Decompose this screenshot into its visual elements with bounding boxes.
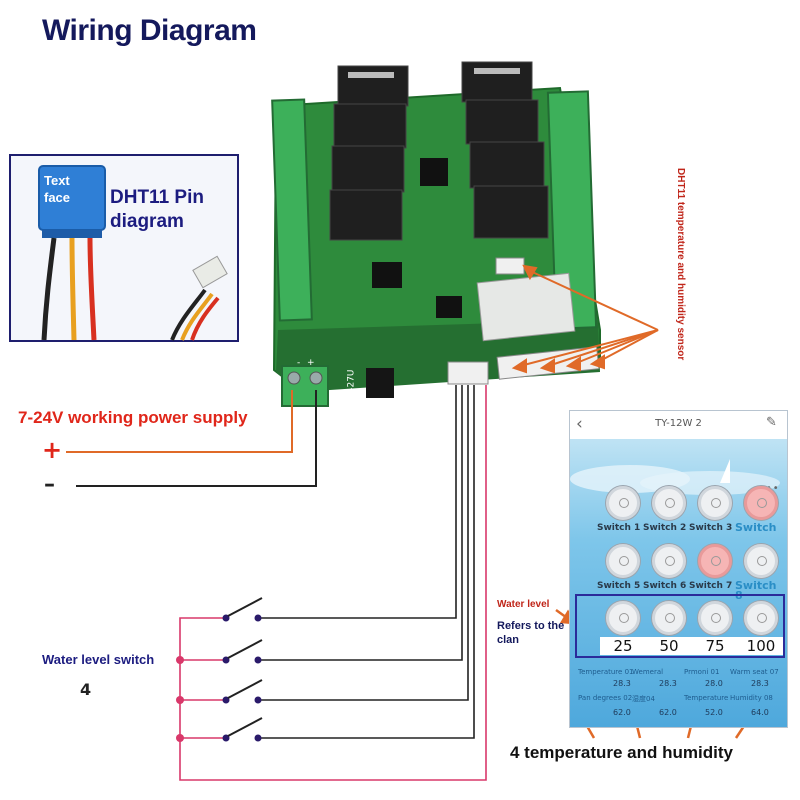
dht11-sensor-label-box: DHT11 temperature and humidity sensor [672, 168, 688, 398]
switch-button-7[interactable] [698, 544, 732, 578]
switch-label-5: Switch 5 [597, 581, 641, 591]
switch-button-5[interactable] [606, 544, 640, 578]
power-supply-label: 7-24V working power supply [18, 408, 248, 427]
humidity-value-3: 52.0 [705, 708, 723, 717]
humidity-label-2: 湿度04 [632, 695, 655, 703]
humidity-label-4: Humidity 08 [730, 694, 773, 702]
temperature-value-4: 28.3 [751, 679, 769, 688]
temperature-label-1: Temperature 01 [578, 668, 634, 676]
level-button-1[interactable] [606, 601, 640, 635]
switch-button-4[interactable] [744, 486, 778, 520]
switch-button-8[interactable] [744, 544, 778, 578]
relay-board [271, 61, 601, 407]
power-plus-label: + [42, 436, 63, 464]
switch-label-3: Switch 3 [689, 523, 733, 533]
page-title: Wiring Diagram [42, 14, 257, 47]
temperature-label-4: Warm seat 07 [730, 668, 779, 676]
switch-button-3[interactable] [698, 486, 732, 520]
level-value-3: 75 [692, 637, 738, 655]
water-level-switch-count: 4 [80, 680, 92, 699]
switch-label-6: Switch 6 [643, 581, 687, 591]
switch-button-1[interactable] [606, 486, 640, 520]
phone-title: TY-12W 2 [655, 418, 702, 429]
switch-common-wire [179, 385, 487, 781]
phone-header: ‹ TY-12W 2 ✎ [570, 411, 787, 439]
level-value-2: 50 [646, 637, 692, 655]
level-value-4: 100 [738, 637, 784, 655]
temperature-label-3: Prmoni 01 [684, 668, 720, 676]
temperature-value-1: 28.3 [613, 679, 631, 688]
level-button-3[interactable] [698, 601, 732, 635]
board-pin-plus: + [307, 358, 315, 368]
temperature-label-2: Wemeral [632, 668, 664, 676]
switch-signal-wires [258, 385, 475, 739]
switch-button-6[interactable] [652, 544, 686, 578]
dht11-pin-diagram-title: DHT11 Pin diagram [110, 187, 204, 232]
dht11-inset-art [38, 165, 228, 341]
chevron-left-icon[interactable]: ‹ [576, 414, 583, 434]
water-level-switch-label: Water level switch [42, 652, 155, 667]
switch-label-4: Switch [735, 521, 777, 534]
switch-label-7: Switch 7 [689, 581, 733, 591]
humidity-label-1: Pan degrees 02 [578, 694, 633, 702]
level-button-2[interactable] [652, 601, 686, 635]
switch-label-1: Switch 1 [597, 523, 641, 533]
temperature-value-3: 28.0 [705, 679, 723, 688]
edit-icon[interactable]: ✎ [766, 415, 777, 430]
humidity-value-4: 64.0 [751, 708, 769, 717]
power-plus-wire [66, 390, 293, 453]
level-value-1: 25 [600, 637, 646, 655]
dht11-sensor-label: DHT11 temperature and humidity sensor [675, 168, 686, 361]
water-level-highlight-box [575, 594, 785, 658]
temperature-value-2: 28.3 [659, 679, 677, 688]
sensor-face-text: Text face [44, 173, 71, 205]
power-minus-label: – [44, 472, 55, 497]
level-button-4[interactable] [744, 601, 778, 635]
board-terminal-label: 7-27U [346, 369, 357, 397]
water-level-annotation: Water level [497, 599, 550, 610]
humidity-label-3: Temperature [684, 694, 729, 702]
refers-to-annotation: Refers to the clan [497, 620, 565, 646]
humidity-value-1: 62.0 [613, 708, 631, 717]
dht-sensor-arrows [511, 264, 659, 374]
temp-humidity-annotation: 4 temperature and humidity [510, 743, 733, 762]
switch-common-branches [180, 659, 226, 739]
switch-button-2[interactable] [652, 486, 686, 520]
humidity-value-2: 62.0 [659, 708, 677, 717]
switch-label-2: Switch 2 [643, 523, 687, 533]
board-pin-minus: - [297, 358, 301, 368]
water-level-switches [176, 597, 263, 742]
power-minus-wire [76, 390, 317, 487]
